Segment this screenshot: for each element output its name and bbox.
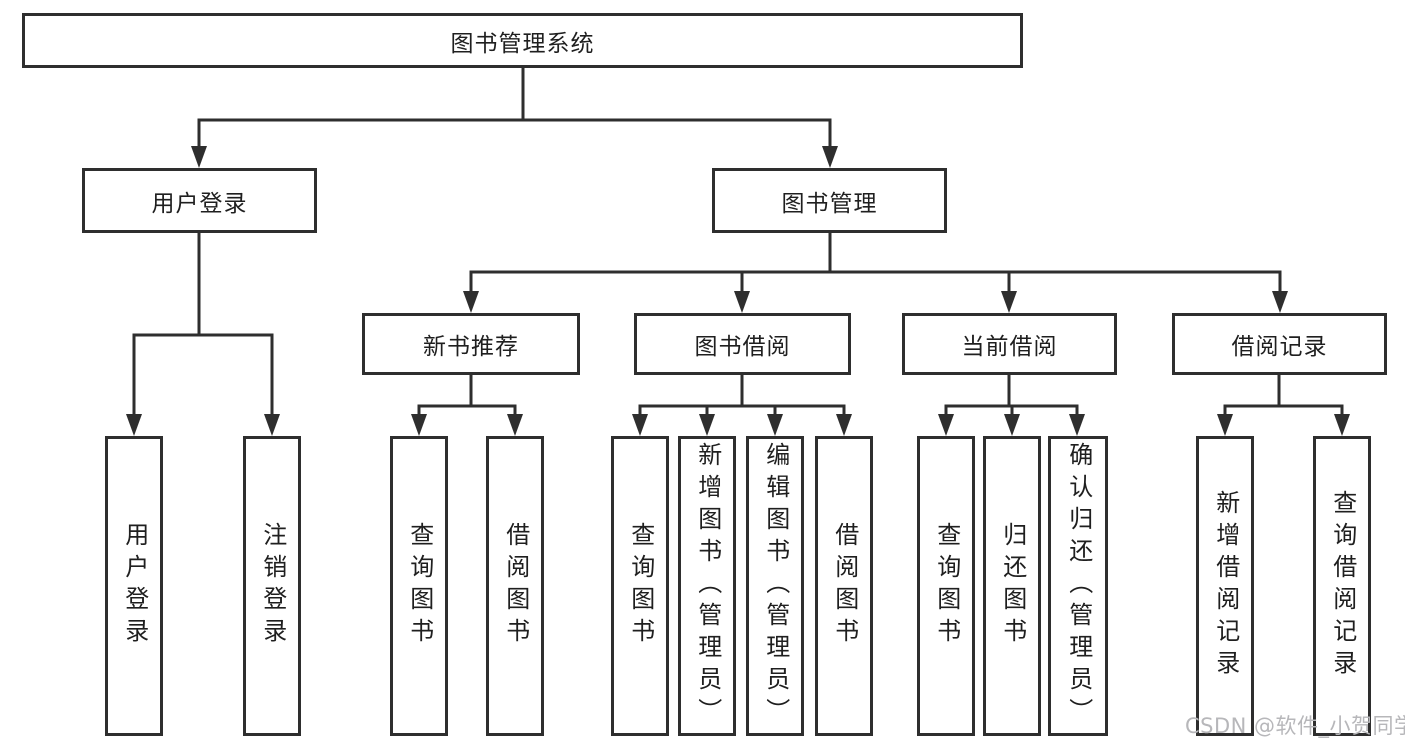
leaf-user-login: 用户登录 (105, 436, 163, 736)
leaf-add-borrow-record: 新增借阅记录 (1196, 436, 1254, 736)
node-new-book-recommendation-label: 新书推荐 (423, 334, 519, 360)
node-new-book-recommendation: 新书推荐 (362, 313, 580, 375)
node-borrowing-records: 借阅记录 (1172, 313, 1387, 375)
node-user-login: 用户登录 (82, 168, 317, 233)
leaf-borrow-books-borrowing: 借阅图书 (815, 436, 873, 736)
leaf-query-books-current: 查询图书 (917, 436, 975, 736)
node-book-borrowing-label: 图书借阅 (694, 334, 791, 360)
leaf-add-book-admin: 新增图书（管理员） (678, 436, 736, 736)
node-current-borrowing: 当前借阅 (902, 313, 1117, 375)
node-book-borrowing: 图书借阅 (634, 313, 851, 375)
leaf-query-books-borrowing: 查询图书 (611, 436, 669, 736)
node-root-library-management-system: 图书管理系统 (22, 13, 1023, 68)
node-book-management-label: 图书管理 (781, 190, 878, 217)
node-current-borrowing-label: 当前借阅 (961, 334, 1058, 360)
node-borrowing-records-label: 借阅记录 (1231, 334, 1328, 360)
node-book-management: 图书管理 (712, 168, 947, 233)
leaf-return-books: 归还图书 (983, 436, 1041, 736)
leaf-confirm-return-admin: 确认归还（管理员） (1048, 436, 1108, 736)
leaf-edit-book-admin: 编辑图书（管理员） (746, 436, 804, 736)
leaf-borrow-books-recommend: 借阅图书 (486, 436, 544, 736)
leaf-query-borrow-record: 查询借阅记录 (1313, 436, 1371, 736)
leaf-logout: 注销登录 (243, 436, 301, 736)
node-root-label: 图书管理系统 (450, 30, 595, 57)
csdn-watermark: CSDN @软件_小贺同学 (1185, 714, 1405, 738)
leaf-query-books-recommend: 查询图书 (390, 436, 448, 736)
node-user-login-label: 用户登录 (151, 190, 248, 217)
